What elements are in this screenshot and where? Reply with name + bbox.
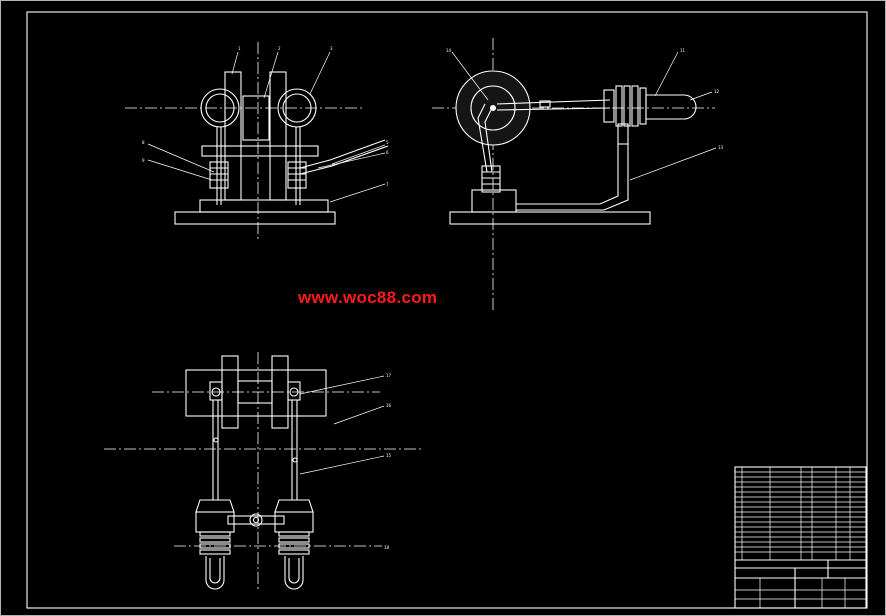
callout-13: 13	[718, 145, 724, 150]
callout-3: 3	[330, 46, 333, 51]
side-view: 14 11 12 13	[432, 38, 724, 312]
callout-7: 7	[386, 182, 389, 187]
front-view: 1 2 3 8 9 5 6 7	[125, 42, 389, 240]
callout-11: 11	[680, 48, 686, 53]
callout-1: 1	[238, 46, 241, 51]
callout-6: 6	[386, 150, 389, 155]
callout-14: 14	[446, 48, 452, 53]
top-view: 17 16 15 18	[104, 352, 422, 590]
callout-17: 17	[386, 373, 392, 378]
watermark-url: www.woc88.com	[298, 288, 438, 307]
callout-5: 5	[386, 140, 389, 145]
callout-18: 18	[384, 545, 390, 550]
callout-12: 12	[714, 89, 720, 94]
title-block	[734, 466, 867, 609]
callout-16: 16	[386, 403, 392, 408]
inner-frame	[26, 11, 868, 609]
callout-15: 15	[386, 453, 392, 458]
callout-8: 8	[142, 140, 145, 145]
callout-9: 9	[142, 158, 145, 163]
callout-2: 2	[278, 46, 281, 51]
